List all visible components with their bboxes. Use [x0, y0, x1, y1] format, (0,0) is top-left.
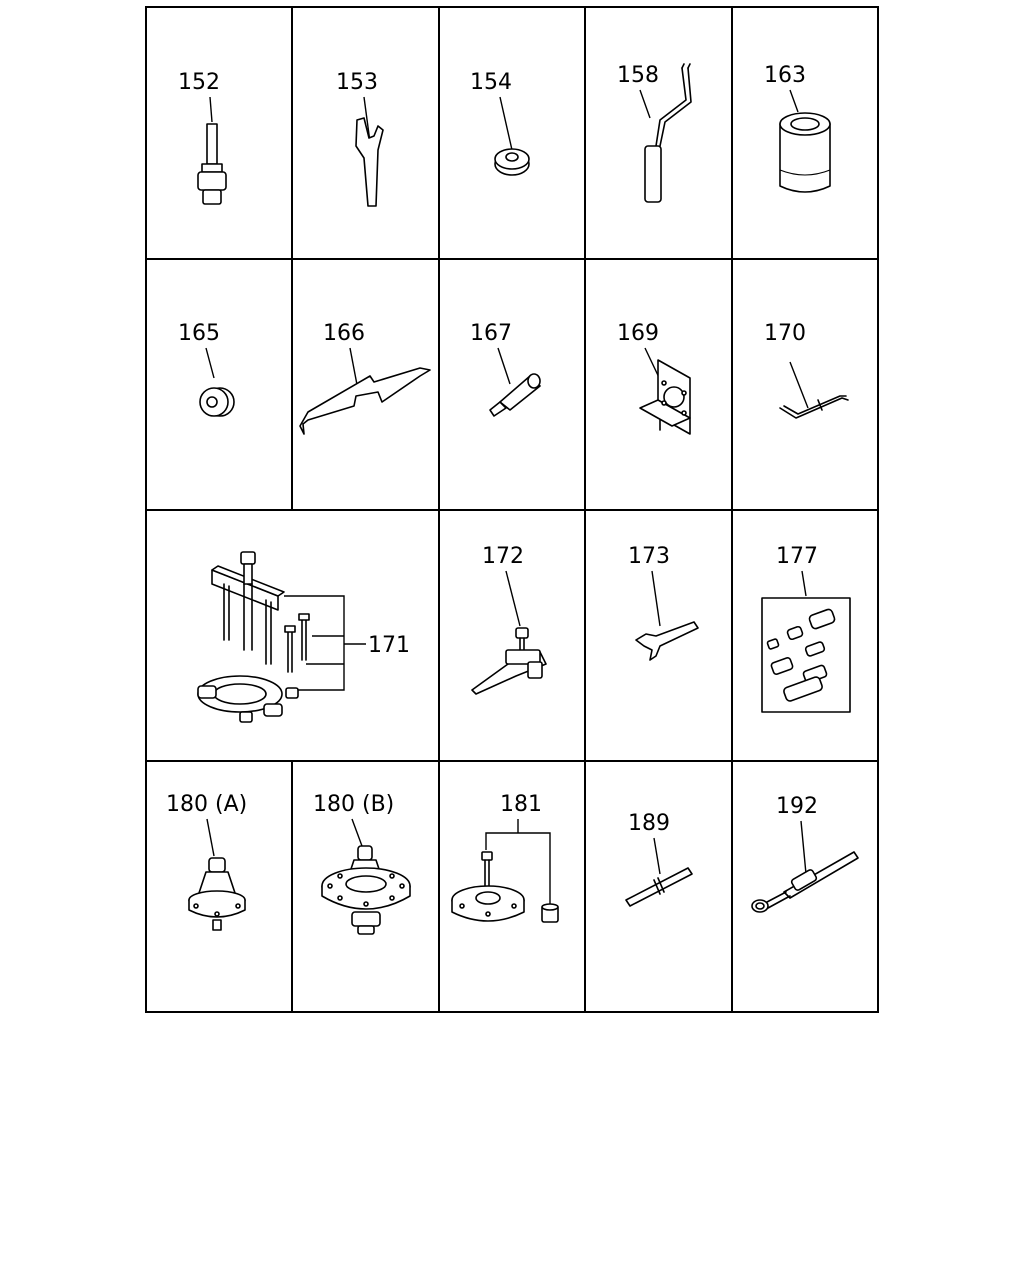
tool-172: 172 [471, 544, 547, 695]
tool-189: 189 [625, 811, 693, 907]
part-label-163: 163 [764, 63, 806, 88]
part-label-152: 152 [178, 70, 220, 95]
part-label-171: 171 [368, 633, 410, 658]
part-label-172: 172 [482, 544, 524, 569]
part-label-167: 167 [470, 321, 512, 346]
tool-171: 171 [197, 551, 410, 723]
tool-grid [145, 6, 879, 1013]
part-label-180a: 180 (A) [166, 792, 247, 817]
tool-180a: 180 (A) [166, 792, 247, 931]
part-label-192: 192 [776, 794, 818, 819]
tool-180b: 180 (B) [313, 792, 411, 935]
tool-154: 154 [470, 70, 530, 176]
tool-192: 192 [751, 794, 859, 913]
tool-167: 167 [470, 321, 541, 417]
tool-170: 170 [764, 321, 849, 419]
tool-169: 169 [617, 321, 691, 435]
tool-158: 158 [617, 63, 692, 203]
part-label-158: 158 [617, 63, 659, 88]
part-label-154: 154 [470, 70, 512, 95]
part-label-170: 170 [764, 321, 806, 346]
tool-165: 165 [178, 321, 235, 417]
part-label-153: 153 [336, 70, 378, 95]
part-label-177: 177 [776, 544, 818, 569]
part-label-180b: 180 (B) [313, 792, 394, 817]
tool-163: 163 [764, 63, 831, 193]
part-label-169: 169 [617, 321, 659, 346]
part-label-166: 166 [323, 321, 365, 346]
part-label-173: 173 [628, 544, 670, 569]
tool-177: 177 [761, 544, 851, 713]
tool-153: 153 [336, 70, 384, 207]
tool-152: 152 [178, 70, 227, 205]
tool-181: 181 [451, 792, 559, 923]
part-label-165: 165 [178, 321, 220, 346]
tool-166: 166 [299, 321, 431, 435]
part-label-189: 189 [628, 811, 670, 836]
part-label-181: 181 [500, 792, 542, 817]
tool-173: 173 [628, 544, 699, 661]
